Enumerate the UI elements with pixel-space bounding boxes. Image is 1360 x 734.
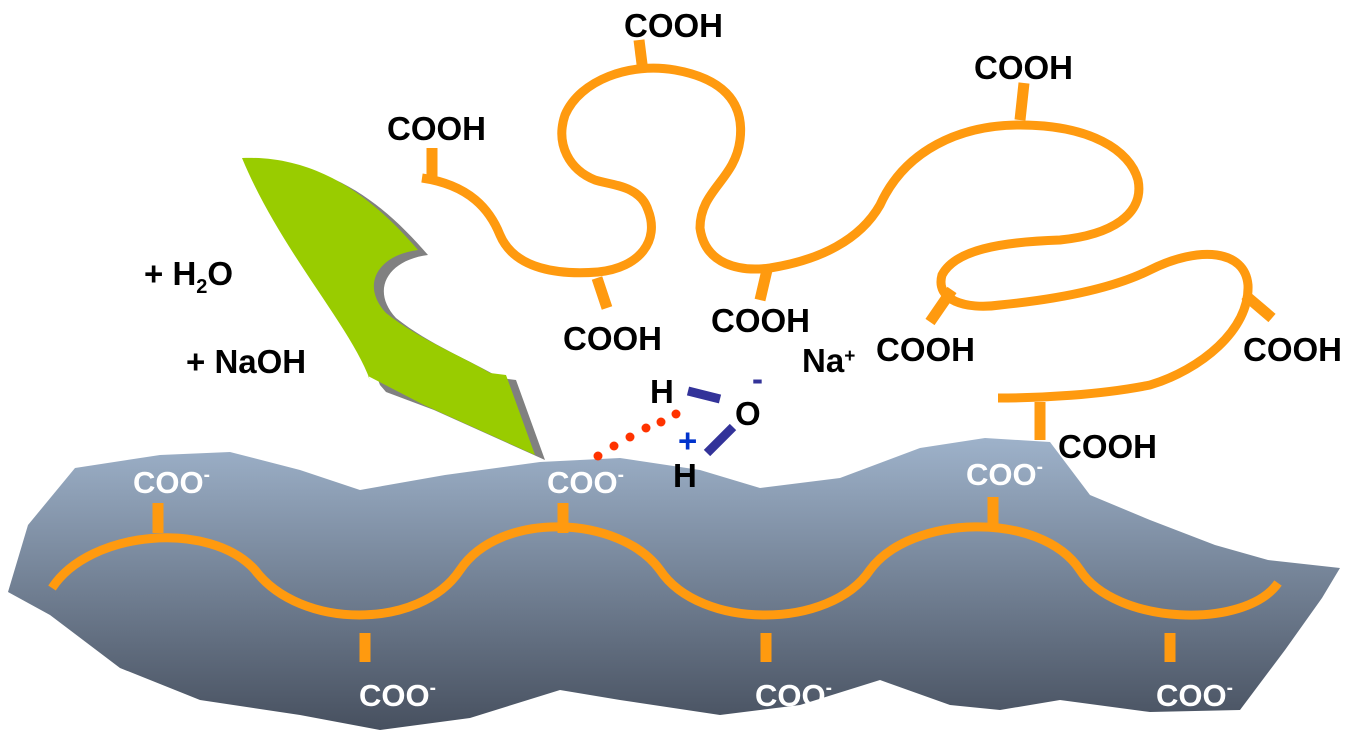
oh-bond-bottom xyxy=(703,423,737,457)
chain-group-label: COOH xyxy=(624,7,723,44)
hydrogen-bond xyxy=(593,409,681,461)
oh-bond-top xyxy=(686,386,722,404)
partial-negative-charge: - xyxy=(752,360,763,397)
chain-group-label: COOH xyxy=(1058,428,1157,465)
chain-stub xyxy=(754,268,773,302)
chain-stub xyxy=(633,39,649,73)
chain-stub xyxy=(591,276,613,310)
surface-group-label: COO- xyxy=(359,678,436,713)
chain-group-label: COOH xyxy=(974,49,1073,86)
chain-stub xyxy=(925,286,957,326)
chain-stub xyxy=(1014,82,1030,121)
reagent-naoh-label: + NaOH xyxy=(186,343,306,380)
sodium-ion-label: Na+ xyxy=(802,342,855,379)
surface-group-label: COO- xyxy=(547,465,624,500)
chain-group-label: COOH xyxy=(876,331,975,368)
partial-positive-charge: + xyxy=(678,422,697,459)
surface-group-label: COO- xyxy=(966,457,1043,492)
reaction-arrow xyxy=(242,157,535,455)
surface-polymer-chain xyxy=(48,522,1282,620)
surface-group-label: COO- xyxy=(755,678,832,713)
free-polymer-chain xyxy=(421,63,1253,403)
chain-group-label: COOH xyxy=(387,110,486,147)
chain-group-label: COOH xyxy=(563,320,662,357)
water-oxygen: O xyxy=(735,395,761,432)
chain-group-label: COOH xyxy=(1243,331,1342,368)
reagent-water-label: + H2O xyxy=(144,255,233,298)
surface-group-label: COO- xyxy=(133,465,210,500)
surface-group-label: COO- xyxy=(1156,678,1233,713)
chain-stub xyxy=(1241,290,1276,323)
water-hydrogen-bottom: H xyxy=(673,457,697,494)
water-hydrogen-top: H xyxy=(650,373,674,410)
chain-group-label: COOH xyxy=(711,302,810,339)
